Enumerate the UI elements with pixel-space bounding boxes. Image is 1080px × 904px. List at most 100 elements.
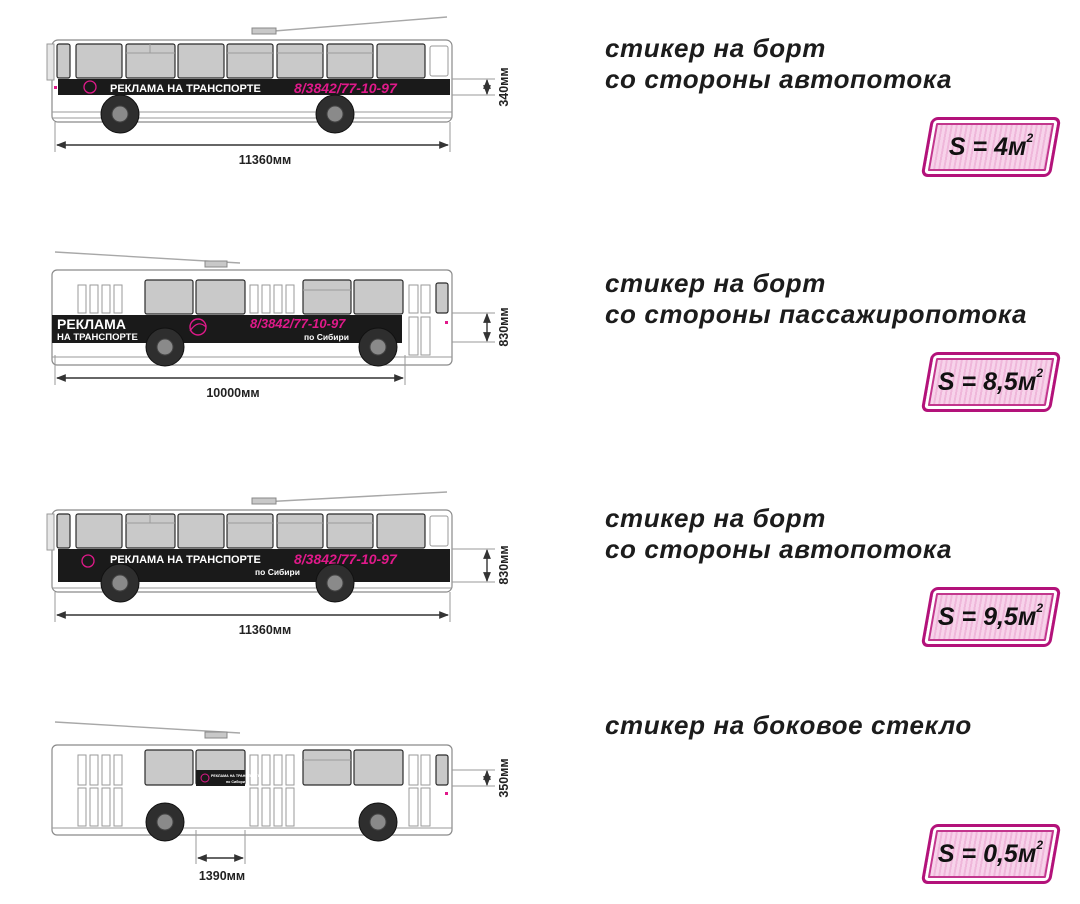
sticker-subtitle: НА ТРАНСПОРТЕ — [57, 332, 138, 343]
window-row — [56, 513, 449, 549]
area-value: S = 4м2 — [948, 130, 1034, 161]
length-label: 10000мм — [206, 386, 259, 400]
tail-light — [54, 86, 57, 89]
door-window — [285, 754, 295, 786]
window-row — [77, 749, 449, 786]
window — [435, 754, 449, 786]
length-dimension: 11360мм — [54, 122, 451, 167]
window — [353, 749, 404, 786]
sticker-band: РЕКЛАМА НА ТРАНСПОРТЕ 8/3842/77-10-97 по… — [52, 315, 402, 343]
logo-icon — [83, 80, 97, 94]
window — [429, 45, 449, 77]
glass-sticker: РЕКЛАМА НА ТРАНСПОРТЕ по Сибири — [196, 770, 261, 786]
wheel — [358, 802, 398, 842]
sticker-title: РЕКЛАМА НА ТРАНСПОРТЕ — [110, 554, 261, 566]
caption-line: стикер на борт — [605, 33, 826, 63]
area-value: S = 0,5м2 — [938, 837, 1044, 868]
door-panels — [408, 316, 431, 356]
door-window — [249, 284, 259, 314]
caption-line: стикер на боковое стекло — [605, 710, 972, 740]
wheel — [358, 327, 398, 367]
area-badge: S = 0,5м2 — [920, 824, 1062, 884]
window-row — [77, 279, 449, 315]
window — [376, 513, 426, 549]
door-window — [77, 754, 87, 786]
door-panels — [77, 787, 431, 827]
door-window — [249, 754, 259, 786]
front-cap — [46, 43, 55, 81]
window — [276, 513, 324, 549]
window — [429, 515, 449, 547]
wheel — [315, 563, 355, 603]
length-label: 1390мм — [199, 869, 245, 883]
door-window — [89, 284, 99, 314]
door-window — [261, 284, 271, 314]
door-window — [285, 284, 295, 314]
area-superscript: 2 — [1036, 365, 1044, 380]
height-label: 350мм — [497, 758, 511, 797]
sticker-phone: 8/3842/77-10-97 — [250, 316, 346, 331]
length-dimension: 1390мм — [195, 830, 246, 883]
window-row — [56, 43, 449, 79]
door-window — [89, 754, 99, 786]
area-superscript: 2 — [1036, 837, 1044, 852]
area-superscript: 2 — [1026, 130, 1034, 145]
door-window — [113, 284, 123, 314]
trolleybus-drawing-passenger-side: РЕКЛАМА НА ТРАНСПОРТЕ 8/3842/77-10-97 по… — [51, 251, 511, 400]
area-badge: S = 9,5м2 — [920, 587, 1062, 647]
door-window — [420, 754, 431, 786]
area-value: S = 9,5м2 — [938, 600, 1044, 631]
tail-light — [445, 792, 448, 795]
area-superscript: 2 — [1036, 600, 1044, 615]
door-window — [113, 754, 123, 786]
door-window — [408, 754, 419, 786]
window — [144, 749, 194, 786]
height-label: 830мм — [497, 307, 511, 346]
window — [326, 43, 374, 79]
front-cap — [46, 513, 55, 551]
window — [353, 279, 404, 315]
height-dimension: 830мм — [452, 307, 511, 347]
sticker-title: РЕКЛАМА НА ТРАНСПОРТЕ — [110, 83, 261, 95]
window — [177, 513, 225, 549]
height-label: 340мм — [497, 67, 511, 106]
door-window — [420, 284, 431, 314]
door-window — [101, 754, 111, 786]
door-window — [408, 284, 419, 314]
window — [376, 43, 426, 79]
sticker-region: по Сибири — [226, 780, 245, 784]
caption: стикер на боковое стекло — [605, 710, 972, 741]
window — [226, 513, 274, 549]
sticker-region: по Сибири — [255, 567, 300, 577]
wheel — [100, 563, 140, 603]
length-dimension: 11360мм — [54, 592, 451, 637]
tail-light — [445, 321, 448, 324]
area-value: S = 8,5м2 — [938, 365, 1044, 396]
door-window — [101, 284, 111, 314]
logo-icon — [81, 554, 95, 568]
wheel — [315, 94, 355, 134]
height-dimension: 830мм — [452, 545, 511, 585]
door-window — [273, 754, 283, 786]
window — [276, 43, 324, 79]
sticker-title: РЕКЛАМА — [57, 316, 126, 332]
caption-line: стикер на борт — [605, 503, 826, 533]
window — [75, 43, 123, 79]
window — [56, 513, 71, 549]
logo-icon — [200, 773, 210, 783]
window — [144, 279, 194, 315]
door-window — [77, 284, 87, 314]
length-label: 11360мм — [239, 623, 292, 637]
trolley-pole — [251, 16, 448, 35]
area-badge: S = 4м2 — [920, 117, 1062, 177]
sticker-band: РЕКЛАМА НА ТРАНСПОРТЕ 8/3842/77-10-97 — [58, 79, 450, 96]
window — [177, 43, 225, 79]
height-dimension: 340мм — [452, 67, 511, 107]
window — [302, 279, 352, 315]
caption-line: со стороны пассажиропотока — [605, 299, 1028, 329]
caption-line: стикер на борт — [605, 268, 826, 298]
caption-line: со стороны автопотока — [605, 64, 953, 94]
length-dimension: 10000мм — [54, 355, 406, 400]
window — [195, 279, 246, 315]
window — [435, 282, 449, 314]
